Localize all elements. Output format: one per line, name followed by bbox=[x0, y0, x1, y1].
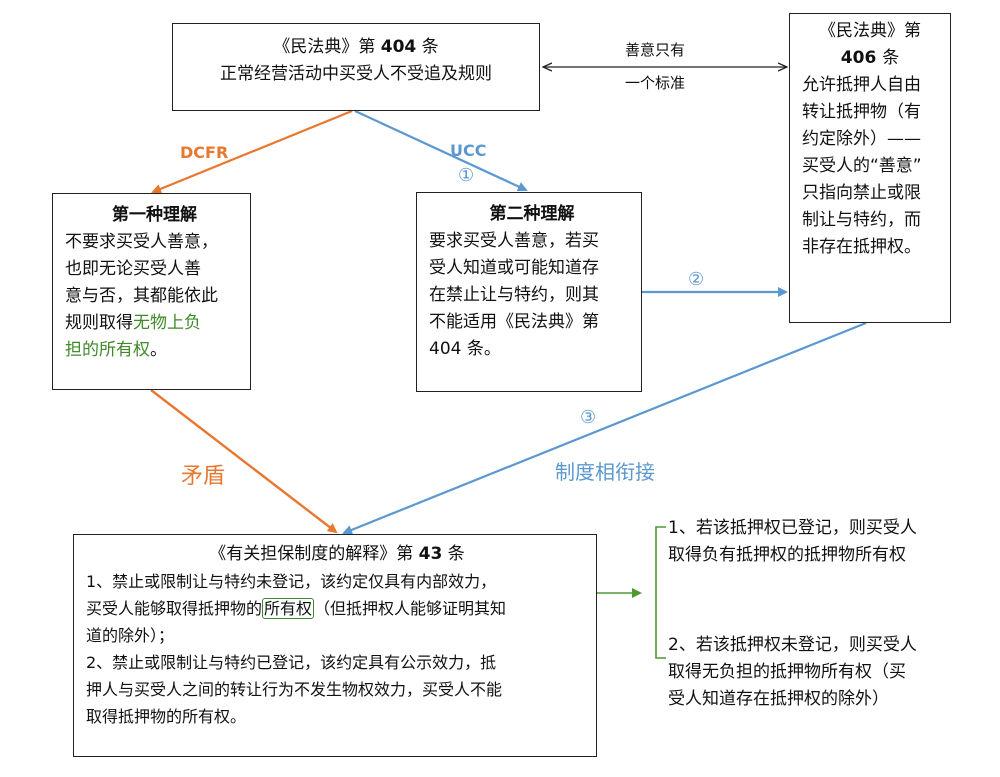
interpretation-43-box: 《有关担保制度的解释》第 43 条 1、禁止或限制让与特约未登记，该约定仅具有内… bbox=[73, 534, 597, 757]
first-understanding-highlight: 无物上负 bbox=[133, 313, 201, 333]
civil-code-404-subtitle: 正常经营活动中买受人不受追及规则 bbox=[220, 64, 492, 84]
first-understanding-line: 意与否，其都能依此 bbox=[65, 286, 218, 306]
branch-unregistered: 2、若该抵押权未登记，则买受人 取得无负担的抵押物所有权（买 受人知道存在抵押权… bbox=[668, 632, 917, 713]
civil-code-406-title-line2: 406 条 bbox=[798, 45, 942, 72]
civil-code-406-line: 非存在抵押权。 bbox=[802, 237, 921, 257]
first-understanding-period: 。 bbox=[150, 340, 167, 360]
interpretation-43-line: 1、禁止或限制让与特约未登记，该约定仅具有内部效力， bbox=[86, 572, 497, 591]
link-up-label: 制度相衔接 bbox=[555, 460, 655, 484]
dcfr-label: DCFR bbox=[180, 143, 229, 162]
interpretation-43-number: 43 bbox=[418, 544, 443, 564]
branch-registered-line: 1、若该抵押权已登记，则买受人 bbox=[668, 518, 917, 538]
interpretation-43-text: 买受人能够取得抵押物的 bbox=[86, 599, 263, 618]
interpretation-43-line: 2、禁止或限制让与特约已登记，该约定具有公示效力，抵 bbox=[86, 653, 497, 672]
circle-one-label: ① bbox=[458, 165, 475, 186]
branch-registered-line: 取得负有抵押权的抵押物所有权 bbox=[668, 545, 906, 565]
second-understanding-title: 第二种理解 bbox=[489, 204, 575, 224]
interpretation-43-text-2: （但抵押权人能够证明其知 bbox=[314, 599, 507, 618]
civil-code-406-number: 406 bbox=[840, 48, 877, 68]
second-understanding-line: 要求买受人善意，若买 bbox=[429, 231, 599, 251]
second-understanding-line: 在禁止让与特约，则其 bbox=[429, 285, 599, 305]
second-understanding-line: 404 条。 bbox=[429, 339, 501, 359]
branch-unregistered-line: 取得无负担的抵押物所有权（买 bbox=[668, 662, 906, 682]
good-faith-label-2: 一个标准 bbox=[625, 73, 685, 93]
first-understanding-box: 第一种理解 不要求买受人善意， 也即无论买受人善 意与否，其都能依此 规则取得无… bbox=[52, 193, 251, 390]
civil-code-406-line: 只指向禁止或限 bbox=[802, 183, 921, 203]
ownership-highlight: 所有权 bbox=[262, 598, 315, 619]
circle-two-label: ② bbox=[688, 269, 705, 290]
civil-code-406-box: 《民法典》第 406 条 允许抵押人自由 转让抵押物（有 约定除外）—— 买受人… bbox=[789, 13, 951, 323]
first-understanding-highlight-2: 担的所有权 bbox=[65, 340, 150, 360]
interpretation-43-title-suffix: 条 bbox=[447, 544, 465, 564]
first-understanding-line: 不要求买受人善意， bbox=[65, 232, 218, 252]
interpretation-43-line-2: 买受人能够取得抵押物的所有权（但抵押权人能够证明其知 bbox=[86, 595, 588, 622]
link-arrow bbox=[342, 321, 867, 535]
interpretation-43-title-text: 《有关担保制度的解释》第 bbox=[209, 544, 414, 564]
civil-code-406-title-suffix: 条 bbox=[882, 48, 900, 68]
interpretation-43-title: 《有关担保制度的解释》第 43 条 bbox=[86, 541, 588, 568]
civil-code-406-line: 买受人的“善意” bbox=[802, 156, 922, 176]
first-understanding-text: 规则取得 bbox=[65, 313, 133, 333]
interpretation-43-line: 押人与买受人之间的转让行为不发生物权效力，买受人不能 bbox=[86, 680, 503, 699]
civil-code-406-title-text: 《民法典》第 bbox=[819, 21, 921, 41]
interpretation-43-line: 取得抵押物的所有权。 bbox=[86, 707, 247, 726]
dcfr-arrow bbox=[151, 109, 353, 194]
first-understanding-line-4: 规则取得无物上负 bbox=[65, 310, 244, 337]
branch-unregistered-line: 2、若该抵押权未登记，则买受人 bbox=[668, 635, 917, 655]
branch-unregistered-line: 受人知道存在抵押权的除外） bbox=[668, 689, 889, 709]
first-understanding-title: 第一种理解 bbox=[112, 205, 197, 225]
circle-three-label: ③ bbox=[580, 407, 597, 428]
second-understanding-box: 第二种理解 要求买受人善意，若买 受人知道或可能知道存 在禁止让与特约，则其 不… bbox=[416, 192, 642, 392]
branch-bracket bbox=[655, 526, 666, 659]
first-understanding-line: 也即无论买受人善 bbox=[65, 259, 201, 279]
civil-code-406-line: 允许抵押人自由 bbox=[802, 75, 921, 95]
civil-code-404-number: 404 bbox=[380, 37, 417, 57]
good-faith-label: 善意只有 bbox=[625, 40, 685, 60]
civil-code-406-line: 制让与特约，而 bbox=[802, 210, 921, 230]
civil-code-404-box: 《民法典》第 404 条 正常经营活动中买受人不受追及规则 bbox=[172, 23, 540, 111]
contradiction-label: 矛盾 bbox=[181, 464, 226, 489]
second-understanding-line: 不能适用《民法典》第 bbox=[429, 312, 599, 332]
civil-code-404-title-text: 《民法典》第 bbox=[273, 37, 376, 57]
ucc-arrow bbox=[354, 110, 528, 192]
good-faith-label-line1: 善意只有 bbox=[625, 41, 686, 59]
civil-code-406-line: 约定除外）—— bbox=[802, 129, 921, 149]
ucc-label: UCC bbox=[450, 141, 487, 160]
interpretation-43-line: 道的除外）； bbox=[86, 626, 175, 645]
first-understanding-line-5: 担的所有权。 bbox=[65, 337, 244, 364]
civil-code-404-title-suffix: 条 bbox=[421, 37, 439, 57]
civil-code-406-title: 《民法典》第 bbox=[798, 18, 942, 45]
branch-registered: 1、若该抵押权已登记，则买受人 取得负有抵押权的抵押物所有权 bbox=[668, 515, 917, 569]
civil-code-404-title: 《民法典》第 404 条 bbox=[173, 34, 539, 61]
good-faith-label-line2: 一个标准 bbox=[625, 74, 686, 92]
contradiction-arrow bbox=[150, 389, 338, 534]
second-understanding-line: 受人知道或可能知道存 bbox=[429, 258, 599, 278]
civil-code-406-line: 转让抵押物（有 bbox=[802, 102, 921, 122]
